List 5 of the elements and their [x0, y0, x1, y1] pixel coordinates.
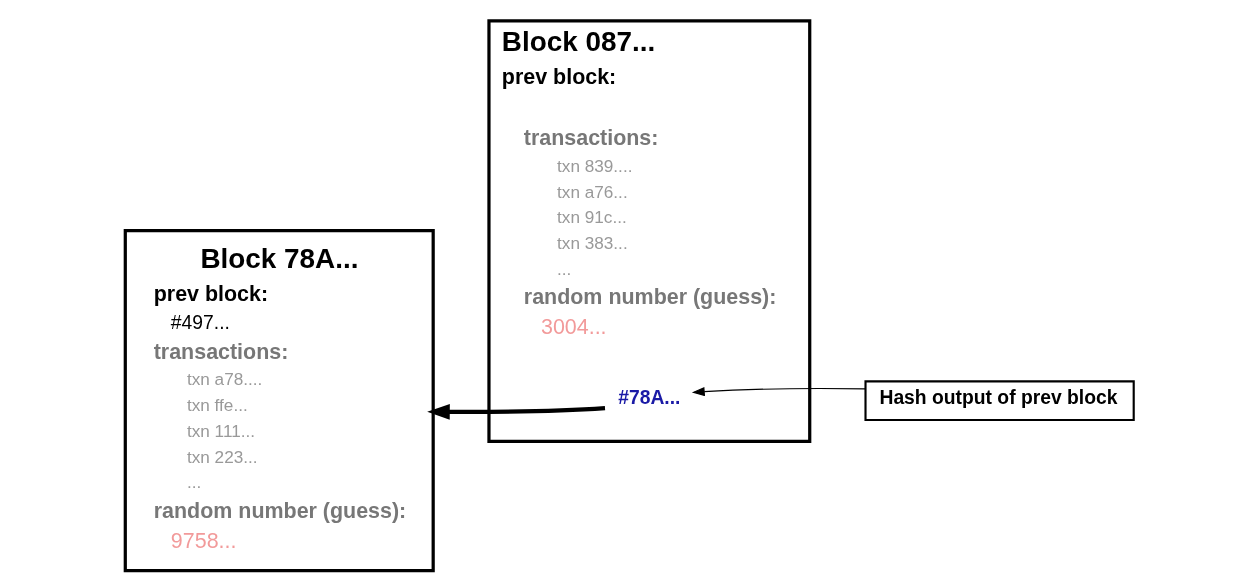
arrow — [426, 404, 605, 420]
node-box: Hash output of prev block — [863, 380, 1135, 422]
node-box: Block 78A... prev block: #497... transactions: txn a78.... txn ffe... txn 111... txn 223... ... random number (guess): 9758... — [123, 229, 435, 573]
arrow — [691, 387, 866, 397]
node-text: #78A... — [617, 387, 680, 409]
